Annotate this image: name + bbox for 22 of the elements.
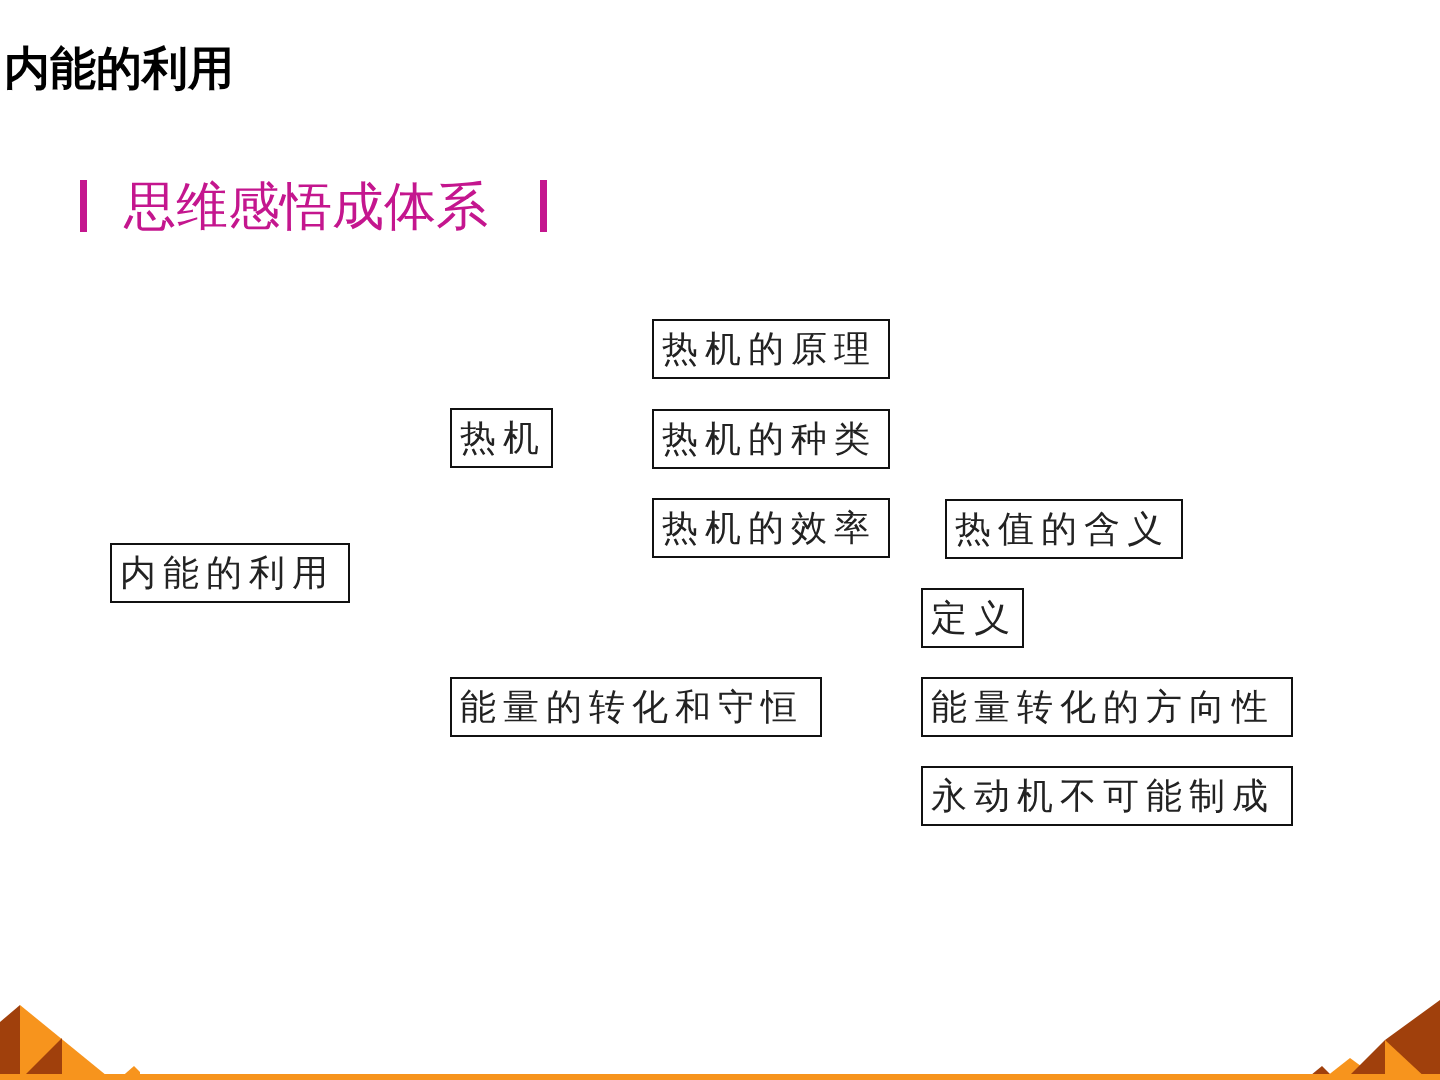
concept-box [652,409,890,469]
section-heading: 思维感悟成体系 [124,175,488,238]
concept-label: 定义 [931,596,1017,640]
concept-label: 能量转化的方向性 [931,685,1275,729]
concept-label: 能量的转化和守恒 [460,685,804,729]
concept-label: 热机的原理 [662,327,877,371]
page-title: 内能的利用 [4,40,234,96]
concept-label: 永动机不可能制成 [931,774,1275,818]
concept-label: 热机的种类 [662,417,877,461]
concept-box [921,588,1024,648]
concept-label: 内能的利用 [120,551,335,595]
concept-label: 热机的效率 [662,506,877,550]
concept-box [652,319,890,379]
concept-box [450,408,553,468]
concept-box [921,677,1293,737]
concept-box [652,498,890,558]
concept-box [110,543,350,603]
concept-box [921,766,1293,826]
concept-label: 热值的含义 [955,507,1170,551]
concept-box [450,677,822,737]
concept-box [945,499,1183,559]
concept-label: 热机 [460,416,546,460]
